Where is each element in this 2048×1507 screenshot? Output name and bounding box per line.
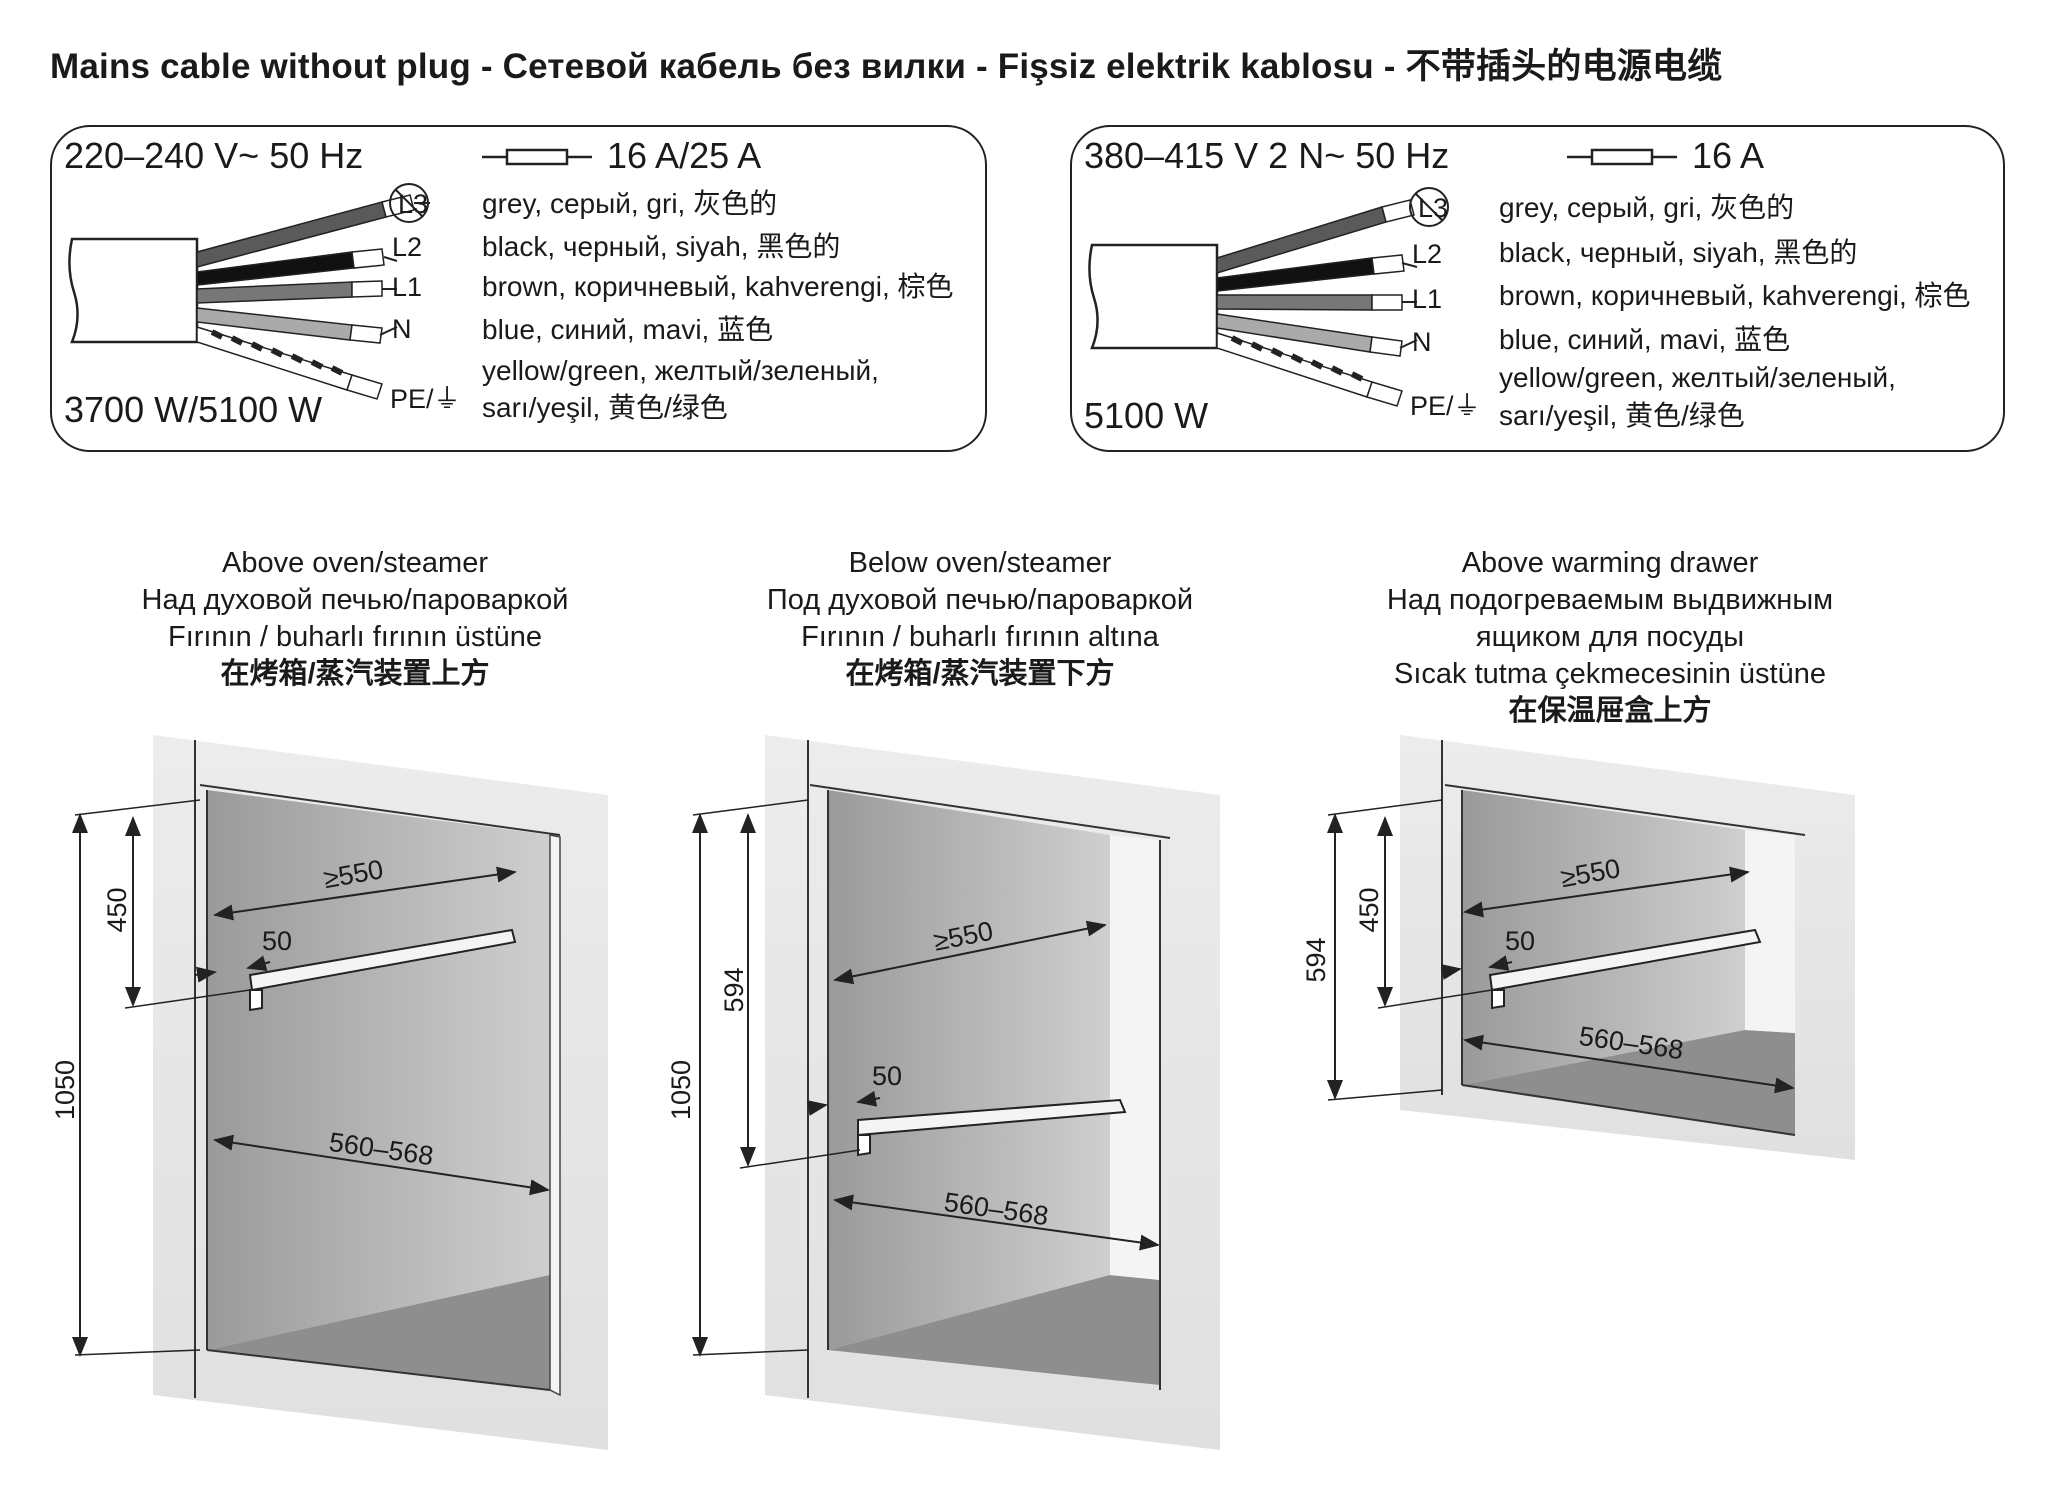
dim-edge: 50: [262, 926, 292, 956]
installation-caption-above-oven: Above oven/steamer Над духовой печью/пар…: [105, 545, 605, 693]
caption-en: Above oven/steamer: [222, 547, 488, 579]
fuse-icon: [482, 148, 592, 166]
fuse-rating: 16 A/25 A: [607, 135, 762, 176]
installation-caption-below-oven: Below oven/steamer Под духовой печью/пар…: [730, 545, 1230, 693]
wire-color-brown: brown, коричневый, kahverengi, 棕色: [482, 271, 954, 302]
wire-label-pe: PE/⏚: [390, 384, 461, 414]
dim-height-total: 1050: [50, 1060, 80, 1120]
page-title: Mains cable without plug - Сетевой кабел…: [50, 47, 1723, 86]
cable-shelf: [248, 928, 517, 992]
diagram-below-oven: 1050 594 ≥550 50 560–568: [666, 735, 1220, 1450]
wire-color-brown: brown, коричневый, kahverengi, 棕色: [1499, 280, 1971, 311]
wire-label-n: N: [392, 314, 412, 344]
caption-cn: 在烤箱/蒸汽装置下方: [845, 658, 1115, 690]
voltage-label: 380–415 V 2 N~ 50 Hz: [1084, 135, 1450, 176]
not-used-icon: [389, 183, 429, 223]
wire-label-l2: L2: [392, 232, 423, 262]
dim-height-total: 1050: [666, 1060, 696, 1120]
wire-label-l3: L3: [1418, 193, 1449, 223]
wire-label-l1: L1: [392, 272, 423, 302]
niche: [1462, 790, 1745, 1085]
cable-jacket: [1088, 243, 1219, 350]
wire-color-yellow-green: yellow/green, желтый/зеленый,: [482, 355, 879, 386]
caption-cn: 在保温屉盒上方: [1508, 695, 1712, 727]
diagram-above-warming-drawer: 594 450 ≥550 50 560–568: [1301, 735, 1855, 1160]
wire-brown: [1216, 294, 1403, 311]
caption-ru: Над подогреваемым выдвижным: [1386, 584, 1834, 616]
caption-tr: Fırının / buharlı fırının üstüne: [168, 621, 542, 653]
wire-color-blue: blue, синий, mavi, 蓝色: [1499, 324, 1791, 355]
wire-color-black: black, черный, siyah, 黑色的: [482, 231, 841, 262]
wire-label-l1: L1: [1412, 284, 1443, 314]
caption-en: Above warming drawer: [1461, 547, 1759, 579]
wire-blue: [196, 307, 383, 344]
caption-tr: Sıcak tutma çekmecesinin üstüne: [1394, 658, 1826, 690]
diagram-above-oven: 1050 450 ≥550 50 560–568: [50, 735, 608, 1450]
wire-color-blue: blue, синий, mavi, 蓝色: [482, 314, 774, 345]
not-used-icon: [1409, 187, 1449, 227]
wire-label-pe: PE/⏚: [1410, 391, 1481, 421]
wire-color-grey: grey, серый, gri, 灰色的: [1499, 192, 1795, 223]
wire-label-l3: L3: [398, 189, 429, 219]
cable-shelf: [857, 1098, 1127, 1137]
wire-black: [196, 248, 385, 286]
electrical-panel-single-phase: 220–240 V~ 50 Hz 16 A/25 A L3 L2 L1 N PE…: [50, 125, 987, 452]
wire-color-yellow-green-2: sarı/yeşil, 黄色/绿色: [482, 392, 728, 423]
caption-ru-2: ящиком для посуды: [1475, 621, 1745, 653]
fuse-icon: [1567, 148, 1677, 166]
wire-label-l2: L2: [1412, 239, 1443, 269]
wire-yellow-green: [1216, 331, 1403, 407]
caption-ru: Над духовой печью/пароваркой: [141, 584, 569, 616]
dim-height-total: 594: [1301, 937, 1331, 982]
wire-yellow-green: [196, 325, 383, 400]
dim-edge: 50: [1505, 926, 1535, 956]
fuse-rating: 16 A: [1692, 135, 1765, 176]
cable-diagram: [1088, 187, 1449, 407]
cable-shelf: [1488, 928, 1762, 992]
power-rating: 5100 W: [1084, 395, 1209, 436]
niche: [207, 790, 550, 1350]
caption-en: Below oven/steamer: [848, 547, 1112, 579]
caption-cn: 在烤箱/蒸汽装置上方: [220, 658, 490, 690]
electrical-panel-two-phase: 380–415 V 2 N~ 50 Hz 16 A L3 L2 L1 N PE/…: [1070, 125, 2005, 452]
niche: [828, 790, 1110, 1350]
wire-label-n: N: [1412, 327, 1432, 357]
wire-blue: [1216, 313, 1403, 357]
voltage-label: 220–240 V~ 50 Hz: [64, 135, 364, 176]
caption-ru: Под духовой печью/пароваркой: [766, 584, 1194, 616]
dim-height-top: 450: [102, 887, 132, 932]
dim-height-top: 594: [719, 967, 749, 1012]
dim-edge: 50: [872, 1061, 902, 1091]
cable-jacket: [68, 237, 199, 344]
niche-floor: [207, 1275, 550, 1390]
cable-diagram: [68, 183, 430, 400]
wire-color-yellow-green-2: sarı/yeşil, 黄色/绿色: [1499, 400, 1745, 431]
wire-grey: [1216, 199, 1415, 275]
dim-height-top: 450: [1354, 887, 1384, 932]
wire-color-yellow-green: yellow/green, желтый/зеленый,: [1499, 362, 1896, 393]
power-rating: 3700 W/5100 W: [64, 389, 323, 430]
niche-floor: [828, 1275, 1160, 1385]
wire-brown: [196, 280, 383, 304]
wire-black: [1216, 254, 1405, 292]
wire-color-black: black, черный, siyah, 黑色的: [1499, 237, 1858, 268]
installation-caption-above-warming-drawer: Above warming drawer Над подогреваемым в…: [1340, 545, 1880, 730]
caption-tr: Fırının / buharlı fırının altına: [801, 621, 1159, 653]
wire-color-grey: grey, серый, gri, 灰色的: [482, 188, 778, 219]
